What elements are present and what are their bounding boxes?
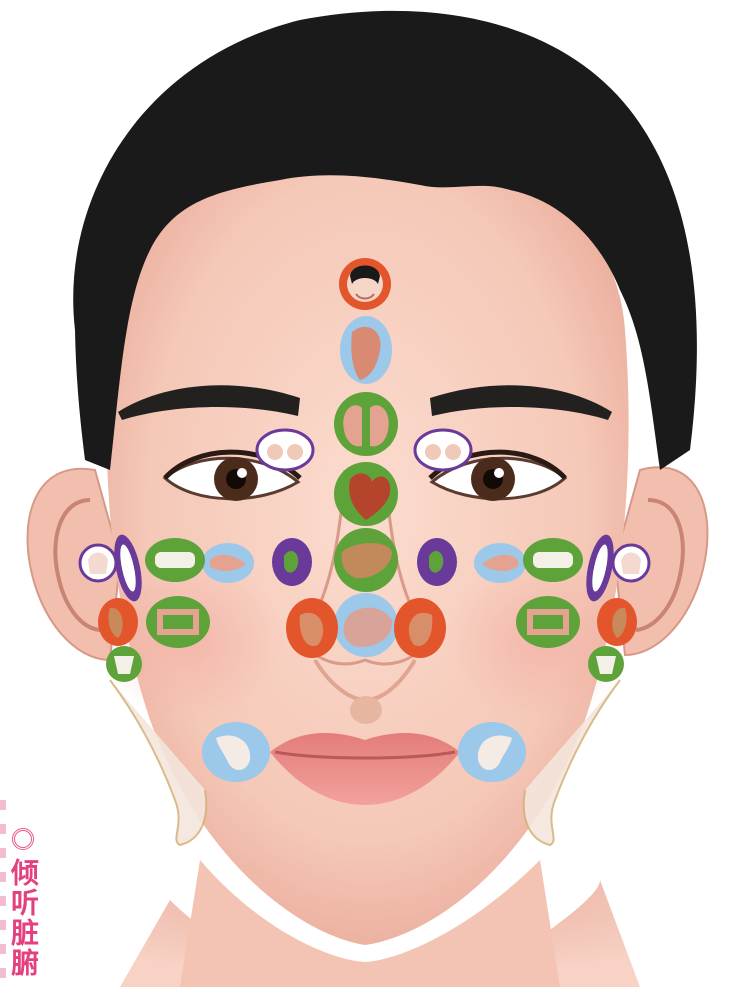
marker-gallbladder-right (417, 538, 457, 586)
marker-liver (334, 528, 398, 592)
caption-text: 倾听脏腑 (9, 858, 37, 978)
caption-bullet-icon (12, 828, 34, 850)
marker-gallbladder-left (272, 538, 312, 586)
marker-back-right (523, 538, 583, 582)
marker-large-intestine-left (146, 596, 210, 648)
marker-shoulder-left (80, 545, 116, 581)
marker-thigh-left (202, 722, 270, 782)
side-caption: 倾听脏腑 (6, 828, 40, 978)
marker-throat (340, 316, 392, 384)
marker-lungs (334, 392, 398, 456)
marker-small-intestine-left (202, 543, 254, 583)
marker-breast-left (257, 430, 313, 470)
marker-stomach-right (394, 598, 446, 658)
marker-spleen (334, 593, 398, 657)
marker-arm-left (98, 598, 138, 646)
marker-large-intestine-right (516, 596, 580, 648)
marker-breast-right (415, 430, 471, 470)
marker-back-left (145, 538, 205, 582)
marker-shoulder-right (613, 545, 649, 581)
marker-thigh-right (458, 722, 526, 782)
marker-stomach-left (286, 598, 338, 658)
marker-arm-right (597, 598, 637, 646)
marker-small-intestine-right (474, 543, 526, 583)
marker-head-face (339, 258, 391, 310)
marker-hand-right (588, 646, 624, 682)
marker-hand-left (106, 646, 142, 682)
marker-heart (334, 462, 398, 526)
